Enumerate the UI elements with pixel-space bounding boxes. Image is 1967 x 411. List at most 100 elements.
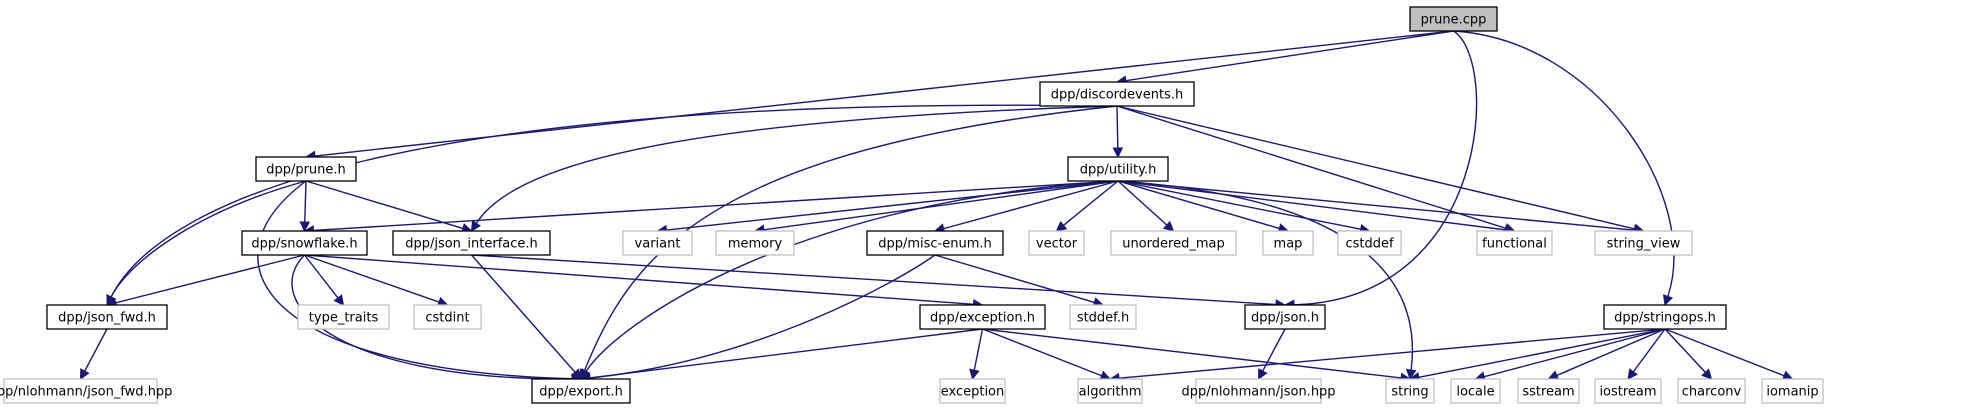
node-box bbox=[46, 304, 168, 330]
node-export-h[interactable]: dpp/export.h bbox=[531, 378, 631, 404]
edge-prune-h-to-snowflake-h bbox=[299, 180, 311, 233]
node-box bbox=[255, 156, 357, 182]
node-iomanip: iomanip bbox=[1761, 378, 1824, 404]
node-box bbox=[1409, 6, 1498, 32]
node-box bbox=[1195, 378, 1322, 404]
node-prune-h[interactable]: dpp/prune.h bbox=[255, 156, 357, 182]
arrowhead-icon bbox=[1627, 368, 1638, 380]
node-label: locale bbox=[1456, 385, 1494, 400]
node-label: string_view bbox=[1607, 237, 1681, 252]
edge-line bbox=[115, 254, 305, 304]
edge-json-fwd-h-to-nlohmann-json-fwd-hpp bbox=[79, 328, 108, 380]
node-type-traits: type_traits bbox=[297, 304, 390, 330]
arrowhead-icon bbox=[1405, 368, 1417, 381]
edge-line bbox=[1125, 30, 1454, 82]
node-exception-h[interactable]: dpp/exception.h bbox=[919, 304, 1046, 330]
edge-line bbox=[1116, 105, 1635, 230]
node-label: dpp/export.h bbox=[539, 385, 623, 400]
node-box bbox=[1594, 230, 1693, 256]
node-box bbox=[1337, 230, 1402, 256]
edge-line bbox=[583, 105, 1118, 371]
arrowhead-icon bbox=[470, 220, 482, 232]
edge-snowflake-h-to-cstdint bbox=[304, 254, 449, 307]
edge-line bbox=[291, 254, 573, 380]
node-label: iostream bbox=[1599, 385, 1656, 400]
node-cstdint: cstdint bbox=[413, 304, 482, 330]
edge-discordevents-h-to-json-interface-h bbox=[470, 105, 1118, 232]
node-box bbox=[1028, 230, 1085, 256]
node-discordevents-h[interactable]: dpp/discordevents.h bbox=[1039, 81, 1195, 107]
node-functional: functional bbox=[1476, 230, 1553, 256]
node-box bbox=[3, 378, 158, 404]
edge-line bbox=[1664, 328, 1785, 377]
node-map: map bbox=[1262, 230, 1314, 256]
arrowhead-icon bbox=[1162, 220, 1175, 232]
node-box bbox=[715, 230, 795, 256]
edge-prune-h-to-json-interface-h bbox=[305, 180, 473, 234]
edge-line bbox=[1117, 180, 1168, 226]
node-label: prune.cpp bbox=[1421, 13, 1487, 28]
edge-line bbox=[982, 328, 1102, 377]
edge-line bbox=[1484, 328, 1666, 378]
arrowhead-icon bbox=[79, 368, 90, 380]
node-box bbox=[1077, 378, 1143, 404]
node-label: dpp/nlohmann/json.hpp bbox=[1181, 385, 1335, 400]
node-label: sstream bbox=[1522, 385, 1574, 400]
edge-exception-h-to-string bbox=[982, 328, 1412, 384]
node-label: vector bbox=[1036, 237, 1078, 252]
node-label: memory bbox=[728, 237, 783, 252]
edge-prune-h-to-export-h bbox=[257, 180, 583, 385]
edge-stringops-h-to-iomanip bbox=[1664, 328, 1794, 381]
node-label: dpp/json_interface.h bbox=[405, 237, 538, 252]
node-misc-enum-h[interactable]: dpp/misc-enum.h bbox=[866, 230, 1004, 256]
node-box bbox=[1385, 378, 1435, 404]
node-label: cstdint bbox=[425, 311, 469, 326]
arrowhead-icon bbox=[1547, 370, 1560, 381]
edge-line bbox=[1632, 328, 1666, 373]
edge-stringops-h-to-iostream bbox=[1627, 328, 1666, 380]
node-json-fwd-h[interactable]: dpp/json_fwd.h bbox=[46, 304, 168, 330]
node-nlohmann-json-fwd-hpp: dpp/nlohmann/json_fwd.hpp bbox=[0, 378, 172, 404]
edge-line bbox=[585, 180, 1119, 372]
edge-utility-h-to-string bbox=[1117, 180, 1417, 381]
node-box bbox=[622, 230, 693, 256]
arrowhead-icon bbox=[570, 368, 582, 380]
node-json-h[interactable]: dpp/json.h bbox=[1244, 304, 1326, 330]
node-snowflake-h[interactable]: dpp/snowflake.h bbox=[241, 230, 368, 256]
edge-utility-h-to-vector bbox=[1055, 180, 1119, 232]
edge-line bbox=[110, 104, 1118, 298]
node-prune-cpp[interactable]: prune.cpp bbox=[1409, 6, 1498, 32]
node-label: dpp/prune.h bbox=[266, 163, 346, 178]
node-label: dpp/snowflake.h bbox=[251, 237, 357, 252]
edge-line bbox=[84, 328, 108, 372]
node-box bbox=[919, 304, 1046, 330]
node-label: algorithm bbox=[1079, 385, 1142, 400]
node-box bbox=[413, 304, 482, 330]
edge-line bbox=[666, 180, 1119, 231]
node-label: functional bbox=[1482, 237, 1547, 252]
node-label: string bbox=[1391, 385, 1428, 400]
node-json-interface-h[interactable]: dpp/json_interface.h bbox=[392, 230, 551, 256]
edge-prune-cpp-to-stringops-h bbox=[1453, 30, 1675, 307]
node-unordered-map: unordered_map bbox=[1110, 230, 1237, 256]
node-utility-h[interactable]: dpp/utility.h bbox=[1067, 156, 1169, 182]
node-exception: exception bbox=[939, 378, 1006, 404]
arrowhead-icon bbox=[1055, 220, 1068, 232]
node-vector: vector bbox=[1028, 230, 1085, 256]
edge-line bbox=[1453, 30, 1675, 297]
edge-json-h-to-nlohmann-json-hpp bbox=[1257, 328, 1286, 380]
node-label: dpp/exception.h bbox=[930, 311, 1035, 326]
edge-line bbox=[934, 254, 1095, 304]
edge-stringops-h-to-algorithm bbox=[1108, 328, 1666, 384]
edge-line bbox=[1556, 328, 1666, 377]
node-memory: memory bbox=[715, 230, 795, 256]
node-box bbox=[1677, 378, 1746, 404]
node-label: map bbox=[1274, 237, 1303, 252]
edge-line bbox=[982, 328, 1402, 379]
node-box bbox=[1039, 81, 1195, 107]
edge-exception-h-to-exception bbox=[969, 328, 984, 381]
node-stringops-h[interactable]: dpp/stringops.h bbox=[1603, 304, 1727, 330]
edge-line bbox=[110, 180, 307, 298]
node-nlohmann-json-hpp: dpp/nlohmann/json.hpp bbox=[1181, 378, 1336, 404]
edge-line bbox=[973, 328, 984, 371]
